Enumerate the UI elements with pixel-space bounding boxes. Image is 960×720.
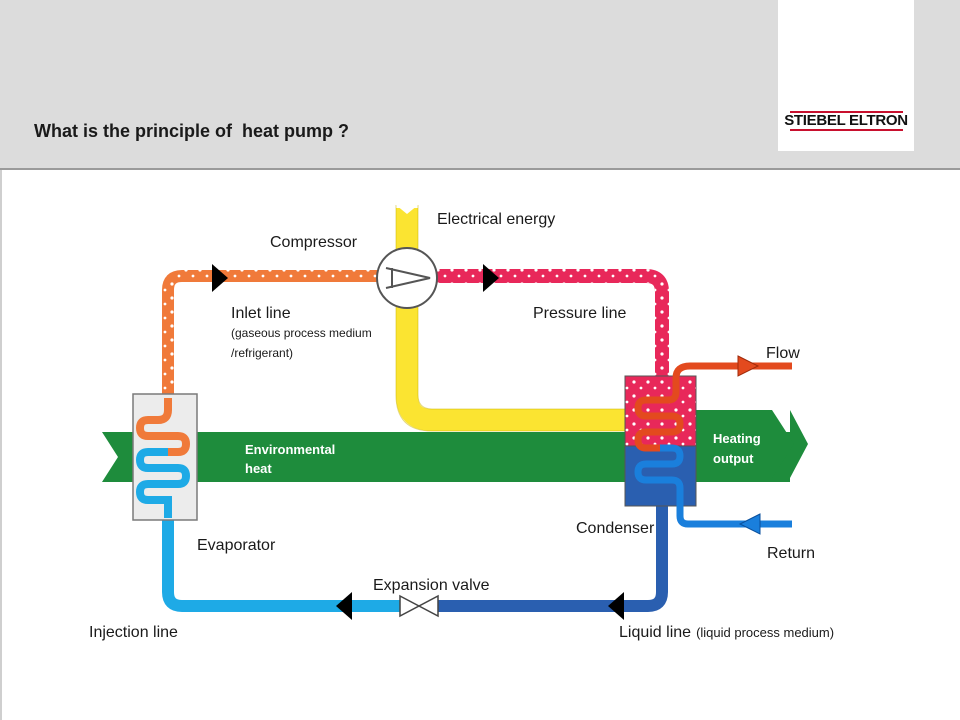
return-label: Return bbox=[767, 545, 815, 562]
logo-text: STIEBEL ELTRON bbox=[784, 112, 908, 129]
logo-bar-top bbox=[790, 111, 903, 113]
condenser-coil-blue bbox=[634, 444, 740, 528]
compressor-symbol bbox=[385, 267, 431, 289]
electrical-energy-line-outline bbox=[395, 205, 628, 432]
pressure-line-pipe bbox=[434, 269, 669, 380]
logo-bar-bottom bbox=[790, 129, 903, 131]
injection-line-label: Injection line bbox=[89, 624, 178, 641]
pressure-line-label: Pressure line bbox=[533, 305, 626, 322]
heating-output-arrow bbox=[695, 410, 794, 478]
condenser-coil-red bbox=[634, 362, 740, 452]
liquid-line-sub: (liquid process medium) bbox=[696, 625, 834, 640]
page-title: What is the principle of heat pump ? bbox=[34, 121, 350, 141]
condenser-label: Condenser bbox=[576, 520, 655, 537]
stiebel-eltron-logo: STIEBEL ELTRON bbox=[778, 0, 914, 151]
heating-output-label-1: Heating bbox=[713, 431, 761, 446]
environmental-heat-label-1: Environmental bbox=[245, 442, 335, 457]
expansion-valve bbox=[399, 594, 439, 618]
liquid-arrow bbox=[608, 592, 624, 620]
injection-arrow bbox=[336, 592, 352, 620]
inlet-line-dots bbox=[162, 270, 382, 398]
flow-arrow bbox=[737, 355, 760, 377]
evaporator-coil-top bbox=[135, 398, 191, 456]
pressure-line-dots bbox=[434, 269, 669, 380]
inlet-line-sub1: (gaseous process medium bbox=[231, 326, 372, 340]
liquid-line-pipe bbox=[430, 505, 668, 612]
expansion-valve-label: Expansion valve bbox=[373, 577, 490, 594]
flow-label: Flow bbox=[766, 345, 800, 362]
compressor-circle bbox=[376, 247, 438, 309]
slide-header: What is the principle of heat pump ? STI… bbox=[0, 0, 960, 170]
inlet-line-label: Inlet line bbox=[231, 305, 291, 322]
inlet-arrow bbox=[212, 264, 228, 292]
electrical-energy-line bbox=[396, 208, 628, 431]
liquid-line-main: Liquid line bbox=[619, 624, 691, 641]
injection-line-pipe bbox=[162, 518, 402, 612]
evaporator-coil-bottom bbox=[135, 448, 191, 518]
liquid-line-label: Liquid line (liquid process medium) bbox=[619, 624, 834, 641]
evaporator-label: Evaporator bbox=[197, 537, 276, 554]
compressor-label: Compressor bbox=[270, 234, 358, 251]
heating-output-label-2: output bbox=[713, 451, 754, 466]
environmental-heat-label-2: heat bbox=[245, 461, 272, 476]
electrical-energy-label: Electrical energy bbox=[437, 211, 555, 228]
electrical-energy-notch bbox=[396, 205, 418, 214]
pressure-arrow bbox=[483, 264, 499, 292]
slide-border bbox=[0, 170, 2, 720]
return-arrow bbox=[738, 513, 761, 535]
inlet-line-sub2: /refrigerant) bbox=[231, 346, 293, 360]
